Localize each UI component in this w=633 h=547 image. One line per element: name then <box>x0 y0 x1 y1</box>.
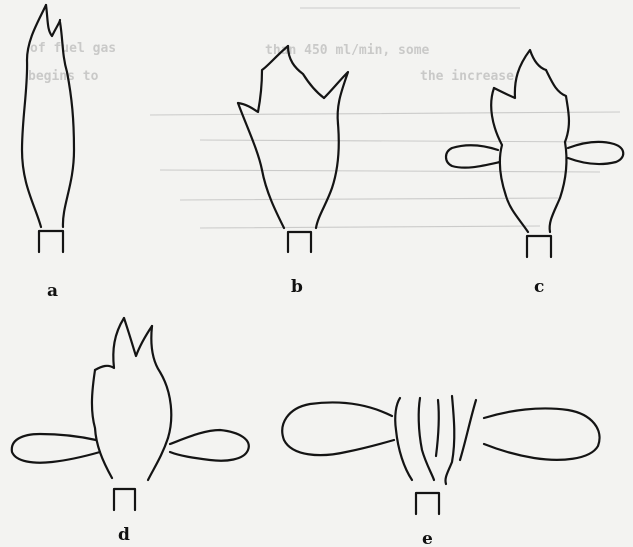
burner-b <box>288 232 311 252</box>
flame-d <box>12 318 249 480</box>
bleed-line-2a: begins to <box>28 69 99 84</box>
panel-label-c: c <box>534 277 544 297</box>
flame-panel-d: d <box>12 318 249 545</box>
flame-panel-e: e <box>282 396 599 547</box>
flame-panel-c: c <box>446 50 623 297</box>
flame-panel-b: b <box>238 46 348 297</box>
flame-e <box>282 396 599 484</box>
burner-a <box>39 231 63 252</box>
panel-label-d: d <box>118 525 130 545</box>
panel-label-e: e <box>422 529 433 547</box>
panel-label-b: b <box>291 277 303 297</box>
bleed-through-text: of fuel gas than 450 ml/min, some begins… <box>28 8 620 228</box>
bleed-line-1a: of fuel gas <box>30 41 116 56</box>
bleed-line-2b: the increase <box>420 69 514 84</box>
flame-b <box>238 46 348 228</box>
flame-a <box>22 5 74 227</box>
burner-c <box>527 236 551 257</box>
burner-e <box>416 493 439 514</box>
panel-label-a: a <box>47 281 58 301</box>
burner-d <box>114 489 135 510</box>
